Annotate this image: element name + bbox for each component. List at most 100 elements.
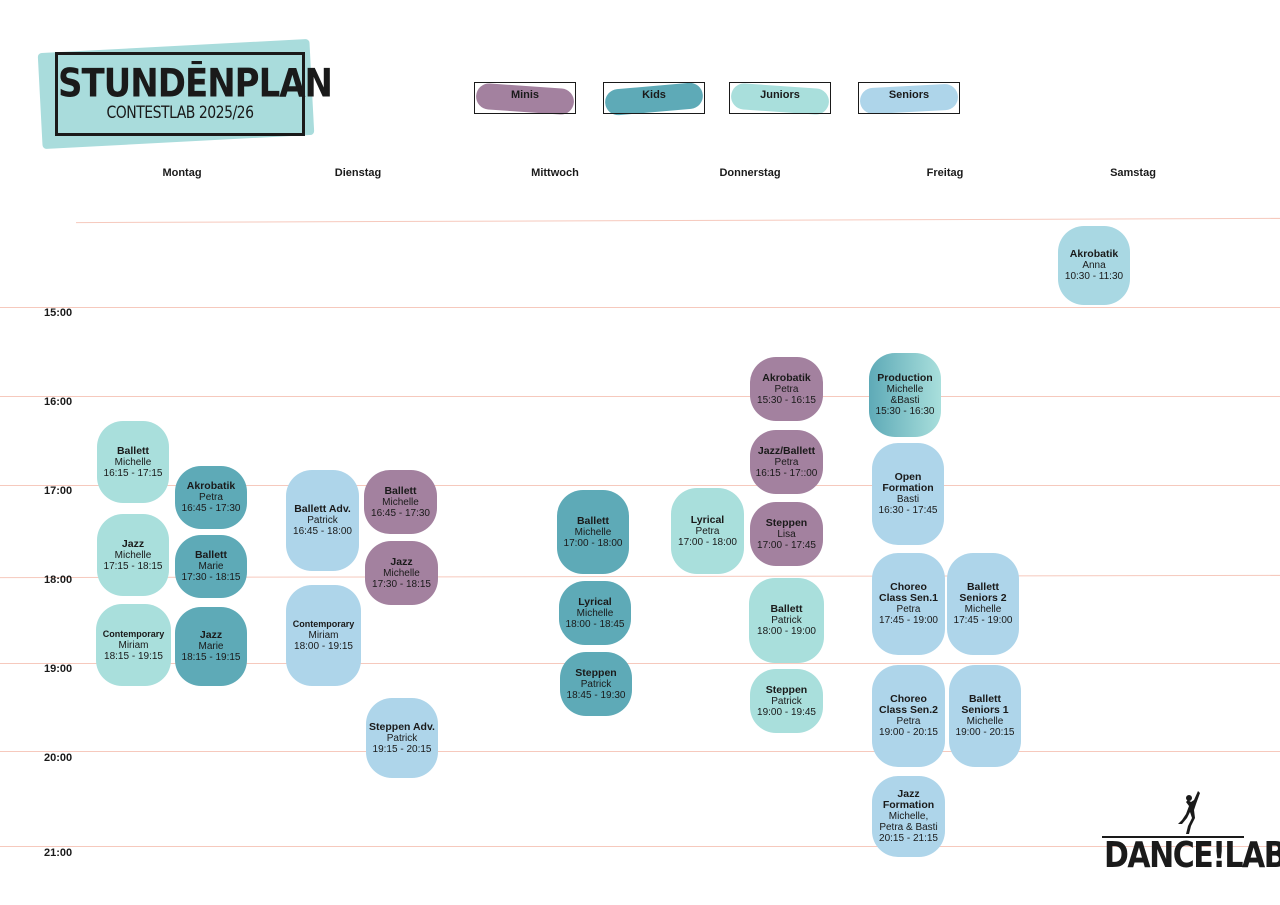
time-label: 20:00 [44, 752, 73, 764]
class-name: Jazz Formation [882, 788, 935, 811]
class-block-dienstag-steppen-adv: Steppen Adv. Patrick 19:15 - 20:15 [366, 698, 438, 778]
class-block-donnerstag-jazz-ballett: Jazz/Ballett Petra 16:15 - 17::00 [750, 430, 823, 494]
class-teacher: Petra [774, 456, 799, 468]
class-teacher: Petra [896, 604, 921, 615]
class-name: Akrobatik [762, 371, 811, 384]
class-teacher: Michelle [574, 526, 612, 538]
day-header-donnerstag: Donnerstag [719, 167, 781, 179]
class-teacher: Michelle [382, 496, 419, 508]
class-name: Jazz/Ballett [757, 444, 816, 457]
class-time: 17:15 - 18:15 [103, 560, 163, 572]
class-name: Ballett [194, 549, 228, 561]
class-time: 20:15 - 21:15 [879, 833, 938, 844]
legend-label: Minis [510, 89, 540, 101]
grid-line [0, 396, 1280, 397]
logo-text: DANCE!LAB [1104, 834, 1280, 877]
time-label: 17:00 [44, 485, 73, 497]
legend-label: Juniors [760, 89, 800, 101]
title-block: STUNDĒNPLAN CONTESTLAB 2025/26 [37, 38, 333, 150]
class-block-samstag-akrobatik: Akrobatik Anna 10:30 - 11:30 [1058, 226, 1130, 305]
class-teacher: Marie [198, 561, 224, 572]
class-teacher: Michelle [114, 456, 152, 468]
class-name: Ballett Seniors 2 [959, 581, 1007, 604]
class-block-montag-jazz: Jazz Michelle 17:15 - 18:15 [97, 514, 169, 596]
class-teacher: Patrick [771, 615, 802, 626]
logo-divider [1102, 836, 1244, 838]
class-name: Ballett [576, 514, 610, 527]
legend-item-kids: Kids [603, 81, 705, 117]
class-teacher: Michelle [114, 549, 152, 561]
day-header-freitag: Freitag [926, 167, 964, 179]
class-block-freitag-ballett-seniors1: Ballett Seniors 1 Michelle 19:00 - 20:15 [949, 665, 1021, 767]
time-label: 15:00 [44, 307, 73, 319]
class-block-mittwoch-ballett: Ballett Michelle 17:00 - 18:00 [557, 490, 629, 574]
class-block-mittwoch-steppen: Steppen Patrick 18:45 - 19:30 [560, 652, 632, 716]
class-name: Ballett [384, 484, 417, 497]
class-block-montag-contemporary: Contemporary Miriam 18:15 - 19:15 [96, 604, 171, 686]
grid-line [0, 307, 1280, 308]
class-name: Ballett [116, 444, 150, 457]
class-block-mittwoch-lyrical: Lyrical Michelle 18:00 - 18:45 [559, 581, 631, 645]
class-teacher: Michelle [383, 567, 420, 579]
class-teacher: Basti [896, 494, 920, 505]
class-teacher: Michelle [576, 607, 614, 619]
class-time: 18:15 - 19:15 [181, 652, 241, 663]
class-name: Akrobatik [1069, 248, 1119, 260]
class-teacher: Michelle, Petra & Basti [879, 811, 938, 833]
class-teacher: Patrick [307, 515, 338, 526]
class-time: 16:45 - 18:00 [293, 526, 352, 537]
class-name: Choreo Class Sen.2 [879, 693, 938, 716]
class-time: 10:30 - 11:30 [1064, 271, 1124, 282]
class-block-freitag-open-formation: Open Formation Basti 16:30 - 17:45 [872, 443, 944, 545]
class-time: 16:15 - 17::00 [755, 467, 818, 479]
page-subtitle: CONTESTLAB 2025/26 [106, 103, 254, 123]
class-name: Ballett Seniors 1 [961, 693, 1009, 716]
time-label: 21:00 [44, 847, 73, 859]
time-label: 18:00 [44, 574, 73, 586]
class-block-freitag-production: Production Michelle &Basti 15:30 - 16:30 [869, 353, 941, 437]
class-name: Lyrical [690, 513, 725, 526]
page-title: STUNDĒNPLAN [58, 61, 333, 107]
class-teacher: Petra [695, 525, 720, 537]
day-header-dienstag: Dienstag [334, 167, 382, 179]
legend-item-seniors: Seniors [858, 82, 960, 115]
class-teacher: Michelle [964, 604, 1002, 615]
class-name: Contemporary [102, 628, 165, 639]
legend-label: Seniors [888, 89, 930, 101]
class-block-dienstag-ballett: Ballett Michelle 16:45 - 17:30 [364, 470, 437, 534]
class-teacher: Lisa [777, 528, 796, 540]
class-time: 18:15 - 19:15 [104, 650, 163, 662]
class-time: 17:00 - 18:00 [678, 536, 737, 548]
class-name: Ballett Adv. [294, 503, 351, 515]
class-time: 17:30 - 18:15 [372, 578, 431, 590]
class-name: Lyrical [578, 595, 612, 608]
class-time: 19:15 - 20:15 [372, 743, 432, 755]
class-block-freitag-choreo-sen2: Choreo Class Sen.2 Petra 19:00 - 20:15 [872, 665, 945, 767]
class-name: Production [877, 372, 933, 384]
class-teacher: Michelle &Basti [886, 384, 924, 406]
class-name: Choreo Class Sen.1 [879, 581, 938, 604]
class-block-donnerstag-akrobatik: Akrobatik Petra 15:30 - 16:15 [750, 357, 823, 421]
class-teacher: Marie [198, 641, 224, 652]
class-time: 17:45 - 19:00 [953, 615, 1013, 626]
class-name: Steppen [765, 683, 808, 696]
class-teacher: Miriam [118, 639, 149, 651]
class-block-freitag-choreo-sen1: Choreo Class Sen.1 Petra 17:45 - 19:00 [872, 553, 945, 655]
class-name: Steppen [575, 666, 617, 679]
class-name: Steppen Adv. [369, 720, 435, 733]
class-name: Steppen [765, 516, 808, 529]
class-teacher: Anna [1082, 260, 1106, 271]
grid-line [0, 751, 1280, 752]
class-teacher: Petra [199, 492, 223, 503]
class-name: Open Formation [882, 471, 934, 494]
class-time: 19:00 - 20:15 [955, 727, 1015, 738]
class-block-dienstag-ballett-adv: Ballett Adv. Patrick 16:45 - 18:00 [286, 470, 359, 571]
class-block-montag-ballett: Ballett Michelle 16:15 - 17:15 [97, 421, 169, 503]
class-block-dienstag-jazz: Jazz Michelle 17:30 - 18:15 [365, 541, 438, 605]
class-time: 16:45 - 17:30 [181, 503, 241, 514]
class-block-freitag-jazz-formation: Jazz Formation Michelle, Petra & Basti 2… [872, 776, 945, 857]
class-time: 18:00 - 19:00 [757, 626, 816, 637]
dancelab-logo: DANCE!LAB [1100, 790, 1280, 880]
class-name: Ballett [770, 603, 803, 615]
class-name: Akrobatik [186, 480, 236, 492]
